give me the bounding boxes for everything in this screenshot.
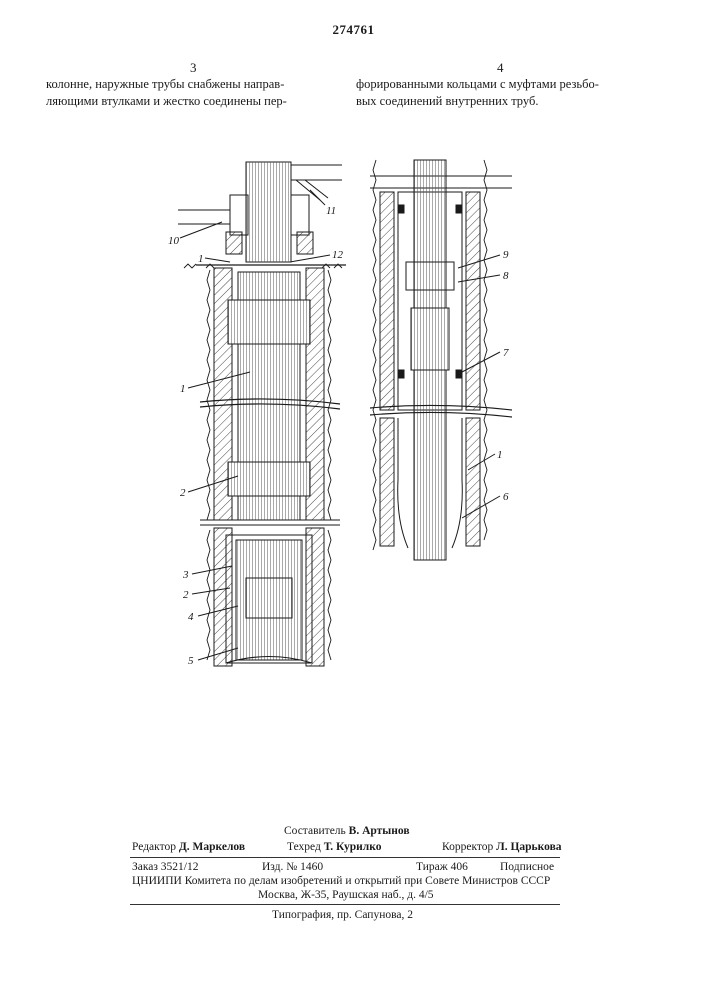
label-9: 9 [503,249,509,261]
organization-line: ЦНИИПИ Комитета по делам изобретений и о… [132,874,550,888]
right-column-number: 4 [497,60,504,76]
editor-label: Редактор [132,841,176,853]
printing-house: Типография, пр. Сапунова, 2 [272,908,413,922]
patent-number: 274761 [0,22,707,38]
corrector-label: Корректор [442,841,493,853]
label-8: 8 [503,270,509,282]
left-column-number: 3 [190,60,197,76]
left-column-text: колонне, наружные трубы снабжены направ-… [46,76,336,110]
left-text-line-1: колонне, наружные трубы снабжены направ- [46,76,336,93]
label-3: 3 [182,569,189,581]
imprint-rule-bottom [130,904,560,905]
label-4: 4 [188,611,194,623]
label-11: 11 [326,205,336,217]
corrector-line: Корректор Л. Царькова [442,840,562,854]
patent-drawing: 10 11 1 12 1 2 3 2 4 5 [0,150,707,680]
editor-name: Д. Маркелов [179,841,245,853]
compiler-name: В. Артынов [349,825,410,837]
compiler-line: Составитель В. Артынов [284,824,410,838]
label-12: 12 [332,249,344,261]
label-1-right: 1 [497,449,503,461]
label-7: 7 [503,347,509,359]
edition-number: Изд. № 1460 [262,860,323,874]
circulation: Тираж 406 [416,860,468,874]
compiler-label: Составитель [284,825,346,837]
label-6: 6 [503,491,509,503]
subscription: Подписное [500,860,554,874]
address-line: Москва, Ж-35, Раушская наб., д. 4/5 [258,888,434,902]
right-column-text: форированными кольцами с муфтами резьбо-… [356,76,656,110]
corrector-name: Л. Царькова [496,841,561,853]
editor-line: Редактор Д. Маркелов [132,840,245,854]
label-10: 10 [168,235,180,247]
right-text-line-1: форированными кольцами с муфтами резьбо- [356,76,656,93]
right-text-line-2: вых соединений внутренних труб. [356,93,656,110]
order-number: Заказ 3521/12 [132,860,199,874]
label-5: 5 [188,655,194,667]
imprint-rule [130,857,560,858]
label-2-lower: 2 [183,589,189,601]
left-text-line-2: ляющими втулками и жестко соединены пер- [46,93,336,110]
techred-name: Т. Курилко [324,841,382,853]
label-2-upper: 2 [180,487,186,499]
techred-line: Техред Т. Курилко [287,840,382,854]
label-1-mid: 1 [180,383,186,395]
label-1-top: 1 [198,253,204,265]
techred-label: Техред [287,841,321,853]
right-figure: 9 8 7 1 6 [370,160,512,560]
left-figure: 10 11 1 12 1 2 3 2 4 5 [168,162,346,667]
